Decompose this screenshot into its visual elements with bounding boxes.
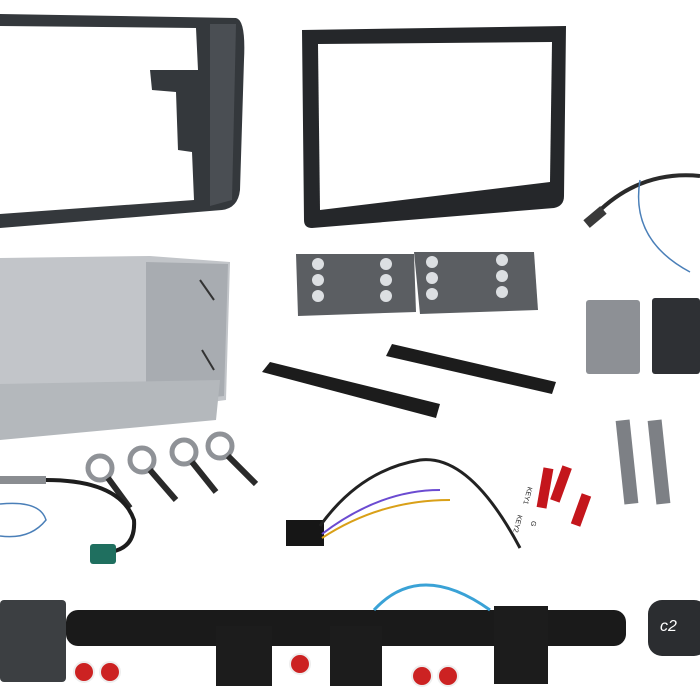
mounting-cage: [0, 256, 230, 440]
release-keys-flat: [615, 419, 671, 505]
key-leads: [536, 465, 592, 527]
brand-logo: c2: [660, 618, 677, 635]
interface-module: [648, 600, 700, 656]
main-harness: [66, 583, 626, 687]
foam-strips: [262, 344, 556, 418]
control-box-left: [0, 600, 66, 682]
spring-clips: [586, 298, 700, 374]
fascia-panel-left: [0, 14, 245, 228]
side-brackets: [296, 252, 538, 316]
steering-control-harness: [286, 458, 522, 549]
release-keys-round: [85, 431, 259, 510]
antenna-adapter-top: [583, 173, 700, 273]
antenna-adapter-bottom: [0, 476, 137, 564]
fascia-panel-center: [302, 26, 566, 228]
